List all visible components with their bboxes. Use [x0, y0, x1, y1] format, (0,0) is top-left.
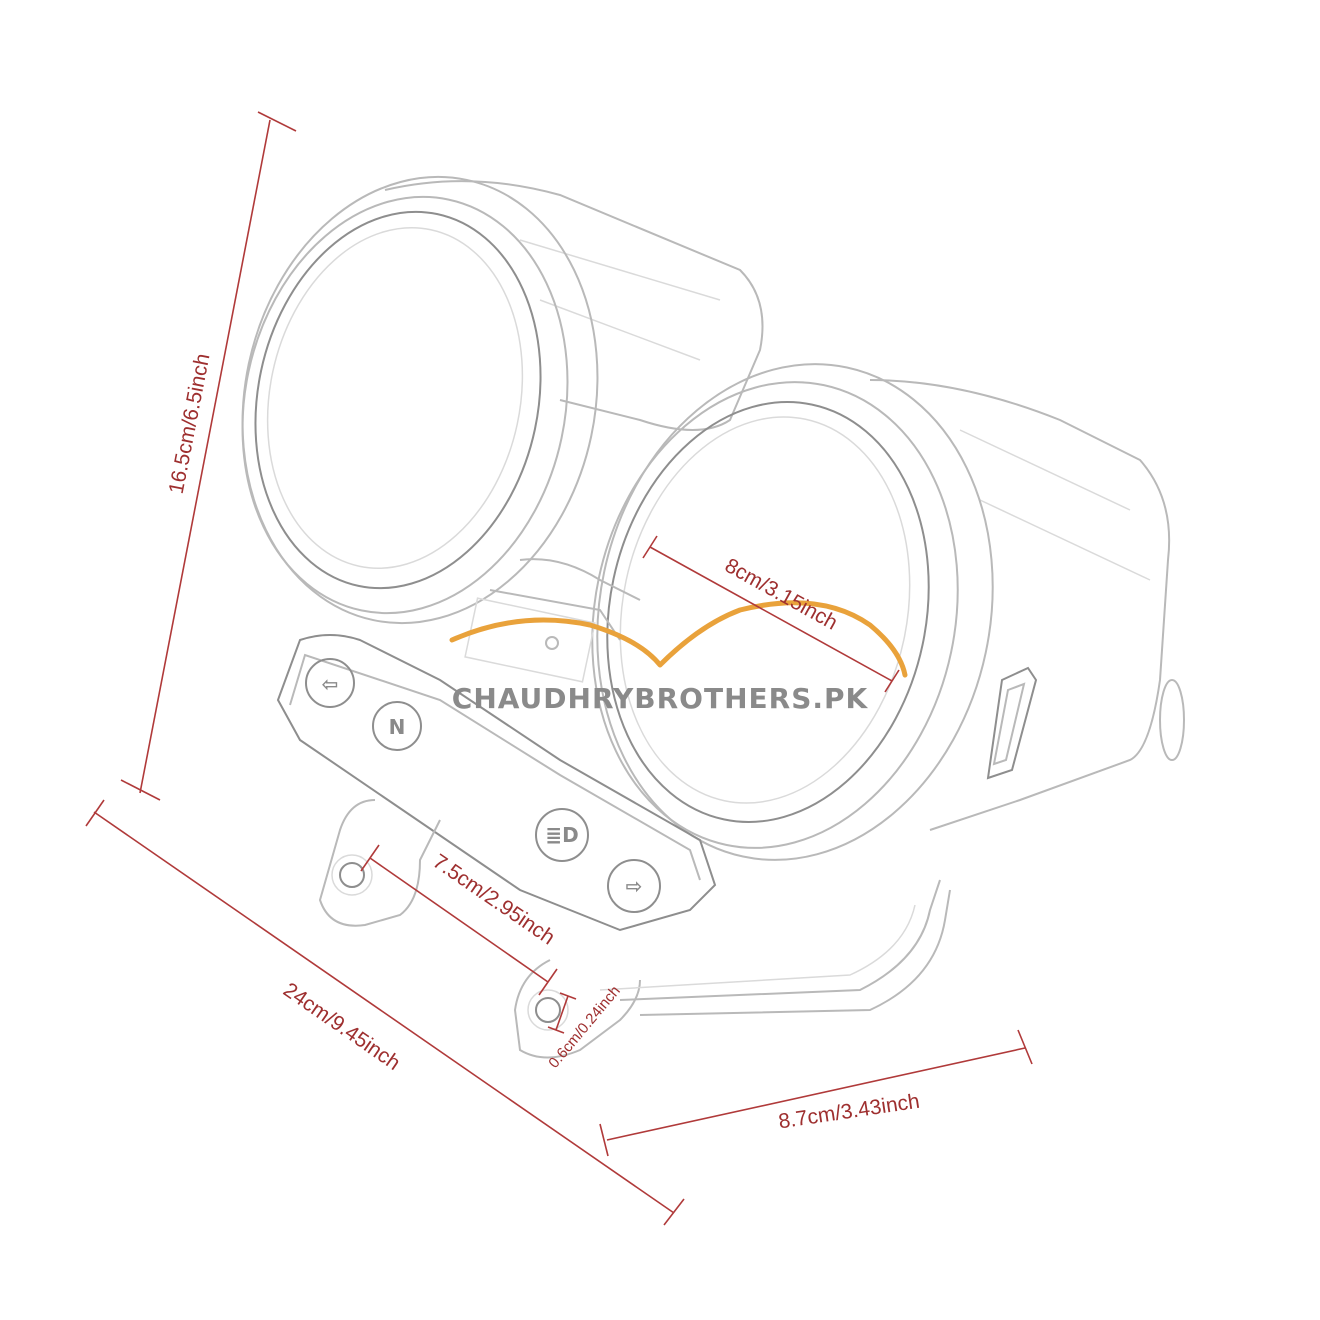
dimension-height: 16.5cm/6.5inch — [120, 111, 297, 801]
indicator-button-left-turn: ⇦ — [305, 658, 355, 708]
mount-spacing-label: 7.5cm/2.95inch — [428, 850, 558, 950]
gauge-cluster-sketch: ⇦ N ≣D ⇨ — [241, 175, 1185, 1059]
dimension-width: 8.7cm/3.43inch — [599, 1029, 1033, 1157]
watermark-swoosh — [449, 600, 908, 678]
left-gauge-housing — [384, 180, 764, 431]
left-gauge-bezel — [241, 175, 599, 625]
watermark-text: CHAUDHRYBROTHERS.PK — [452, 682, 869, 715]
mount-bracket-right — [513, 879, 951, 1059]
watermark: CHAUDHRYBROTHERS.PK — [449, 600, 908, 715]
height-label: 16.5cm/6.5inch — [165, 352, 215, 496]
length-label: 24cm/9.45inch — [279, 978, 404, 1075]
gauge-diameter-label: 8cm/3.15inch — [721, 554, 841, 635]
indicator-plate — [276, 634, 717, 932]
indicator-button-high-beam: ≣D — [535, 808, 589, 862]
right-gauge-bezel — [591, 363, 994, 861]
center-bridge — [464, 558, 641, 683]
trip-reset-switch — [986, 666, 1038, 780]
left-turn-icon: ⇦ — [322, 672, 339, 696]
indicator-button-neutral: N — [372, 701, 422, 751]
right-turn-icon: ⇨ — [626, 874, 643, 898]
right-gauge-housing — [869, 379, 1185, 831]
high-beam-icon: ≣D — [545, 823, 578, 847]
mount-bracket-left — [318, 799, 441, 927]
indicator-button-right-turn: ⇨ — [607, 859, 661, 913]
neutral-icon: N — [389, 715, 406, 739]
width-label: 8.7cm/3.43inch — [777, 1090, 921, 1134]
dimension-gauge-diameter: 8cm/3.15inch — [642, 535, 900, 693]
dimension-mount-spacing: 7.5cm/2.95inch — [360, 844, 559, 996]
